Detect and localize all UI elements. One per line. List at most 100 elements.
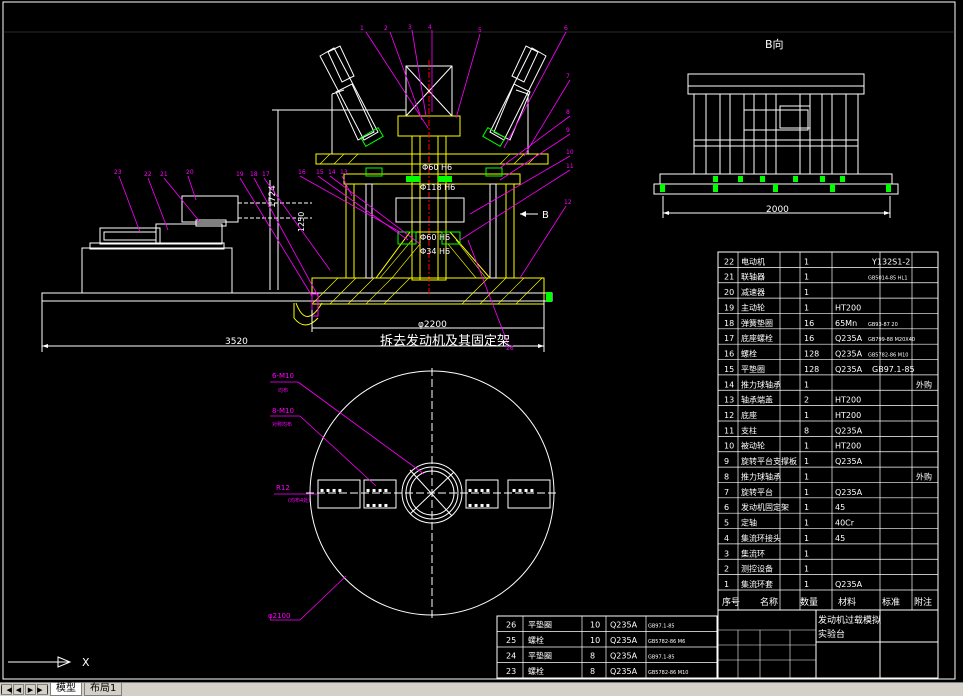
lower-table-cell: 23: [506, 667, 516, 676]
b-view: B向 2000: [653, 37, 899, 218]
note-6m10: 6-M10: [272, 372, 294, 380]
last-tab-icon[interactable]: ▶▕: [37, 684, 48, 695]
bom-cell: 2: [724, 565, 729, 574]
bom-cell: 20: [724, 288, 734, 297]
title-line2: 实验台: [818, 628, 845, 640]
bom-cell: Q235A: [835, 350, 863, 359]
callout: 4: [428, 24, 432, 31]
bom-cell: 17: [724, 334, 734, 343]
lower-table-cell: GB97.1-85: [648, 624, 675, 630]
drawing-canvas[interactable]: B向 2000: [0, 0, 963, 682]
callout: 9: [566, 127, 570, 134]
bom-cell: 8: [724, 472, 729, 481]
dim-1250: 1250: [297, 212, 306, 232]
bom-cell: 1: [804, 303, 809, 312]
bom-cell: 128: [804, 365, 819, 374]
bom-cell: Q235A: [835, 334, 863, 343]
callout: 7: [566, 73, 570, 80]
title-block: 发动机过载模拟 实验台: [717, 609, 939, 679]
svg-text:▪ ▪ ▪ ▪: ▪ ▪ ▪ ▪: [320, 487, 342, 494]
lower-table-cell: Q235A: [610, 652, 638, 661]
callout: 3: [408, 24, 412, 31]
bom-cell: HT200: [835, 442, 861, 451]
bom-cell: 推力球轴承: [741, 379, 781, 389]
bom-cell: 45: [835, 534, 845, 543]
bom-cell: Q235A: [835, 365, 863, 374]
title-line1: 发动机过载模拟: [818, 614, 881, 626]
bom-cell: 推力球轴承: [741, 471, 781, 481]
callout: 16: [298, 169, 306, 176]
callout: 10: [566, 149, 574, 156]
bom-cell: GB97.1-85: [872, 365, 915, 374]
lower-table-cell: 螺栓: [528, 666, 544, 676]
bom-cell: 15: [724, 365, 734, 374]
bom-header-cell: 名称: [760, 596, 778, 608]
fit-label: Φ60 H6: [420, 233, 450, 242]
svg-text:▪ ▪ ▪ ▪: ▪ ▪ ▪ ▪: [366, 487, 388, 494]
note-r12-sub: (均布4处): [288, 497, 310, 504]
bom-cell: GB5782-86 M10: [868, 353, 908, 359]
lower-table-cell: 24: [506, 652, 516, 661]
bom-cell: 12: [724, 411, 734, 420]
callout: 26: [506, 345, 514, 352]
dim-1724: 1724: [268, 185, 278, 208]
bom-cell: 21: [724, 273, 734, 282]
fit-label: Φ60 H6: [422, 163, 452, 172]
dim-3520: 3520: [225, 337, 248, 347]
lower-table-cell: 平垫圈: [528, 620, 552, 630]
bom-header-cell: 材料: [838, 596, 856, 608]
callout: 5: [478, 27, 482, 34]
bom-cell: 发动机固定架: [741, 502, 789, 512]
bom-cell: 7: [724, 488, 729, 497]
bom-cell: 1: [804, 565, 809, 574]
svg-text:▪ ▪ ▪ ▪: ▪ ▪ ▪ ▪: [468, 487, 490, 494]
bom-cell: Q235A: [835, 580, 863, 589]
callout: 22: [144, 171, 152, 178]
tab-layout1[interactable]: 布局1: [84, 683, 123, 696]
bom-cell: 集流环接头: [741, 533, 781, 543]
bom-cell: 65Mn: [835, 319, 857, 328]
bom-cell: 1: [804, 519, 809, 528]
bom-cell: 22: [724, 257, 734, 266]
prev-tab-icon[interactable]: ◀: [13, 684, 24, 695]
callout: 6: [564, 25, 568, 32]
bom-cell: 5: [724, 519, 729, 528]
bom-cell: 16: [804, 319, 814, 328]
bom-cell: 轴承端盖: [741, 395, 773, 405]
bom-cell: 11: [724, 426, 734, 435]
bom-cell: 40Cr: [835, 519, 855, 528]
bom-cell: 外购: [916, 471, 932, 481]
bom-cell: 2: [804, 396, 809, 405]
lower-table-cell: GB5782-86 M6: [648, 639, 685, 645]
svg-text:▪ ▪ ▪ ▪: ▪ ▪ ▪ ▪: [512, 487, 534, 494]
svg-text:▪ ▪ ▪ ▪: ▪ ▪ ▪ ▪: [366, 502, 388, 509]
bom-cell: 主动轮: [741, 302, 765, 312]
lower-table-cell: Q235A: [610, 636, 638, 645]
bom-cell: 旋转平台支撑板: [741, 456, 797, 466]
bom-header-cell: 序号: [722, 596, 740, 608]
bom-cell: 1: [804, 503, 809, 512]
bom-cell: 联轴器: [741, 272, 765, 282]
next-tab-icon[interactable]: ▶: [25, 684, 36, 695]
bom-cell: 减速器: [741, 287, 765, 297]
bom-cell: 1: [804, 411, 809, 420]
callout: 13: [340, 169, 348, 176]
lower-table-cell: GB5782-86 M10: [648, 670, 688, 676]
bom-cell: 测控设备: [741, 564, 773, 574]
bom-cell: 平垫圈: [741, 364, 765, 374]
bom-cell: 6: [724, 503, 729, 512]
lower-table-cell: 8: [590, 652, 595, 661]
bom-cell: 16: [724, 350, 734, 359]
bom-cell: HT200: [835, 396, 861, 405]
tab-model[interactable]: 模型: [50, 683, 82, 696]
bom-cell: 16: [804, 334, 814, 343]
bom-cell: 1: [804, 273, 809, 282]
fit-label: Φ118 H6: [420, 183, 455, 192]
bom-header-cell: 附注: [914, 596, 932, 608]
bom-cell: 被动轮: [741, 441, 765, 451]
note-r12: R12: [276, 484, 290, 492]
bom-cell: 1: [724, 580, 729, 589]
bom-cell: 集流环: [741, 548, 765, 558]
first-tab-icon[interactable]: ▏◀: [1, 684, 12, 695]
bom-header-cell: 标准: [882, 596, 900, 608]
